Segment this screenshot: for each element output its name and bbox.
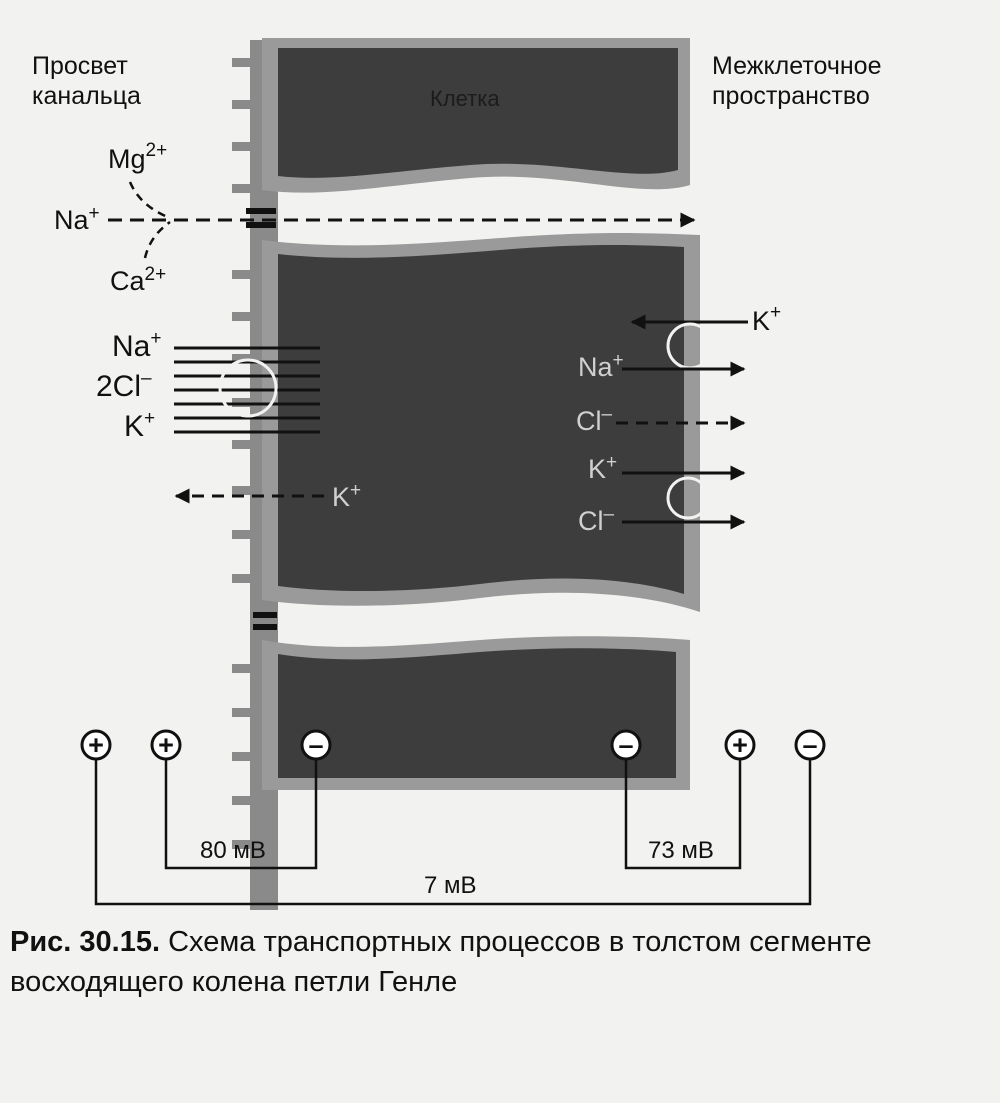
cotransport-cl-label: 2Cl– [96, 368, 152, 403]
svg-text:–: – [308, 730, 323, 760]
k-apical-label: K+ [332, 480, 361, 512]
cell-bottom [262, 636, 690, 790]
na-basal-label: Na+ [578, 350, 624, 382]
cl-basal2-label: Cl– [578, 504, 615, 536]
ca-ion-label: Ca2+ [110, 264, 166, 296]
figure-number: Рис. 30.15. [10, 926, 161, 958]
k-basal-influx-label: K+ [752, 302, 781, 336]
svg-text:–: – [802, 730, 817, 760]
ca-converge-arrow [143, 220, 171, 259]
kcl-cotransporter-icon [666, 476, 710, 520]
electrode-minus-1: – [300, 729, 332, 761]
mg-converge-arrow [128, 181, 171, 220]
cell-label: Клетка [430, 86, 500, 111]
cotransport-na-label: Na+ [112, 328, 161, 363]
cell-top: Клетка [262, 38, 690, 193]
basal-potential-label: 73 мВ [648, 837, 714, 864]
basolateral-transport: K+ Na+ Cl– K+ Cl– [576, 302, 781, 536]
apical-wire [164, 760, 318, 870]
potential-circuit: + + – – + – 80 мВ 73 мВ 7 мВ [80, 729, 826, 906]
mg-ion-label: Mg2+ [108, 140, 167, 174]
electrode-minus-2: – [610, 729, 642, 761]
transepithelial-wire [94, 760, 812, 906]
electrode-minus-3: – [794, 729, 826, 761]
figure-caption-text: Схема транспортных процессов в толстом с… [10, 926, 872, 998]
electrode-plus-2: + [150, 729, 182, 761]
cell-middle [262, 233, 700, 613]
nkcc2-cotransporter: Na+ 2Cl– K+ [96, 328, 320, 443]
apical-potential-label: 80 мВ [200, 837, 266, 864]
cotransport-k-label: K+ [124, 408, 155, 443]
transepithelial-potential-label: 7 мВ [424, 872, 477, 899]
figure-caption: Рис. 30.15. Схема транспортных процессов… [10, 922, 985, 1002]
cl-basal-label: Cl– [576, 404, 613, 436]
basal-wire [624, 760, 742, 870]
paracellular-pathway: Mg2+ Na+ Ca2+ [54, 140, 696, 296]
cotransporter-carrier-icon [218, 358, 278, 418]
tight-junction-bottom [253, 612, 277, 630]
interstitial-label-line2: пространство [712, 82, 870, 110]
na-paracellular-label: Na+ [54, 203, 100, 235]
electrode-plus-1: + [80, 729, 112, 761]
electrode-plus-3: + [724, 729, 756, 761]
lumen-label-line1: Просвет [32, 52, 128, 80]
svg-text:–: – [618, 730, 633, 760]
svg-text:+: + [732, 730, 748, 760]
transport-diagram: Клетка Просвет канальца Межклеточное про… [32, 38, 882, 910]
lumen-label-line2: канальца [32, 82, 141, 110]
k-basal-efflux-label: K+ [588, 452, 617, 484]
svg-text:+: + [158, 730, 174, 760]
svg-text:+: + [88, 730, 104, 760]
apical-k-channel: K+ [174, 480, 361, 512]
tight-junction-top [246, 208, 276, 228]
interstitial-label-line1: Межклеточное [712, 52, 882, 80]
